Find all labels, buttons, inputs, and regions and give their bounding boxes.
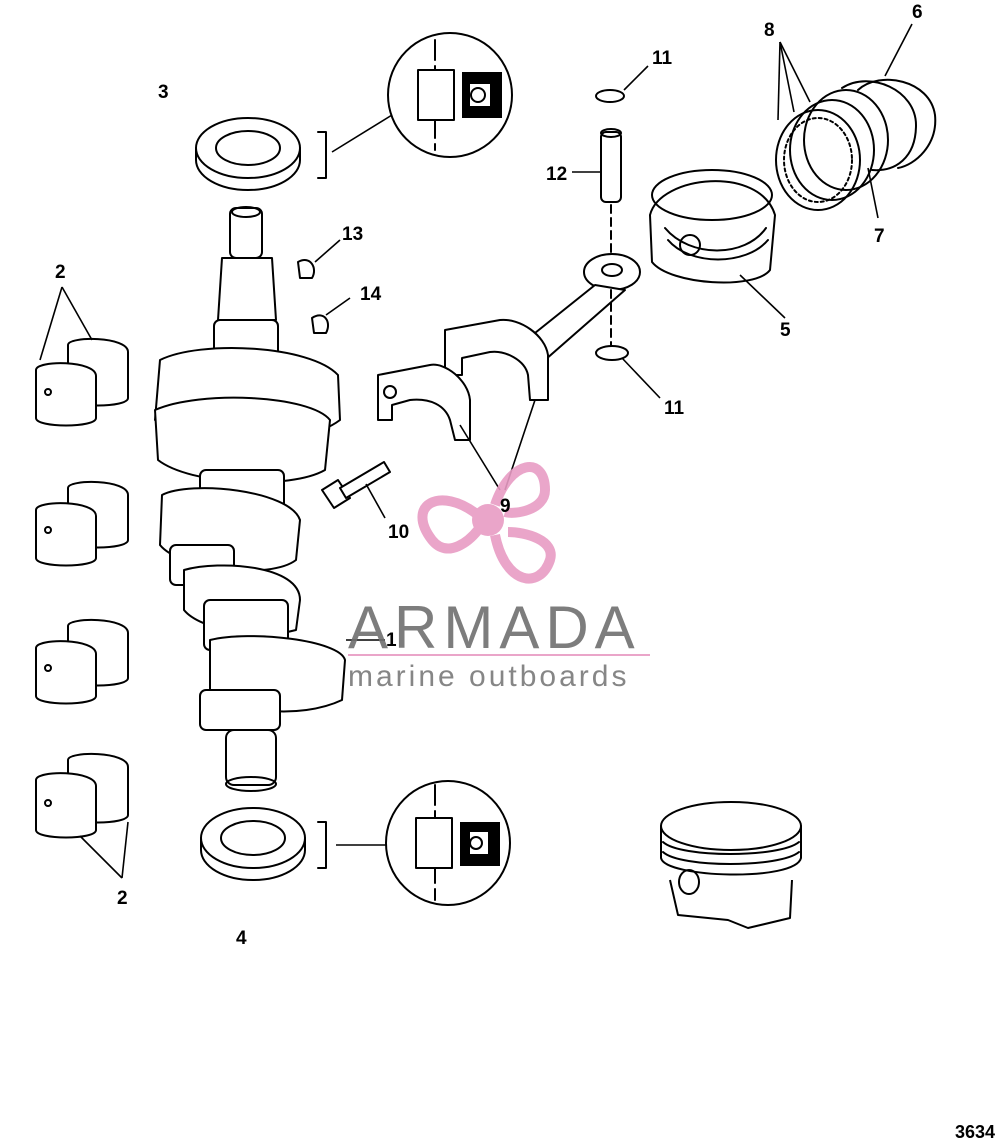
callout-11-bottom: 11 [664, 398, 685, 419]
armada-watermark: ARMADA marine outboards [348, 462, 650, 693]
main-bearing-3 [35, 618, 129, 705]
upper-seal-detail-circle [387, 32, 513, 158]
piston [649, 169, 786, 319]
main-bearing-4 [35, 752, 129, 839]
watermark-brand: ARMADA [348, 594, 641, 661]
upper-oil-seal [195, 114, 393, 191]
callout-2-bottom: 2 [117, 888, 128, 909]
callout-4: 4 [236, 928, 247, 949]
main-bearing-1 [35, 337, 129, 427]
callout-10: 10 [388, 522, 409, 543]
connecting-rod-bolt [321, 461, 391, 519]
top-ring-6 [857, 23, 937, 169]
piston-ring-set [775, 41, 889, 211]
callout-9: 9 [500, 496, 511, 517]
watermark-tagline: marine outboards [348, 660, 629, 693]
lower-seal-detail-circle [385, 780, 511, 906]
wrist-pin-clip-bottom [595, 345, 661, 399]
callout-14: 14 [360, 284, 382, 305]
callout-6: 6 [912, 2, 923, 23]
wrist-pin-clip-top [595, 65, 649, 103]
main-bearing-set [35, 286, 129, 879]
callout-7: 7 [874, 226, 885, 247]
callout-5: 5 [780, 320, 791, 341]
woodruff-key-13 [297, 239, 341, 279]
second-ring-7 [841, 80, 917, 219]
callout-12: 12 [546, 164, 567, 185]
callout-2-top: 2 [55, 262, 66, 283]
main-bearing-2 [35, 480, 129, 567]
callout-8: 8 [764, 20, 775, 41]
propeller-logo-icon [417, 462, 556, 584]
connecting-rod [377, 253, 641, 491]
callout-11-top: 11 [652, 48, 673, 69]
callout-1: 1 [386, 630, 397, 651]
crankshaft [154, 206, 385, 792]
woodruff-key-14 [311, 297, 351, 334]
figure-number: 3634 [955, 1122, 995, 1142]
lower-oil-seal [200, 807, 390, 881]
callout-13: 13 [342, 224, 363, 245]
reference-piston [660, 801, 802, 929]
callout-3: 3 [158, 82, 169, 103]
wrist-pin [572, 128, 622, 203]
